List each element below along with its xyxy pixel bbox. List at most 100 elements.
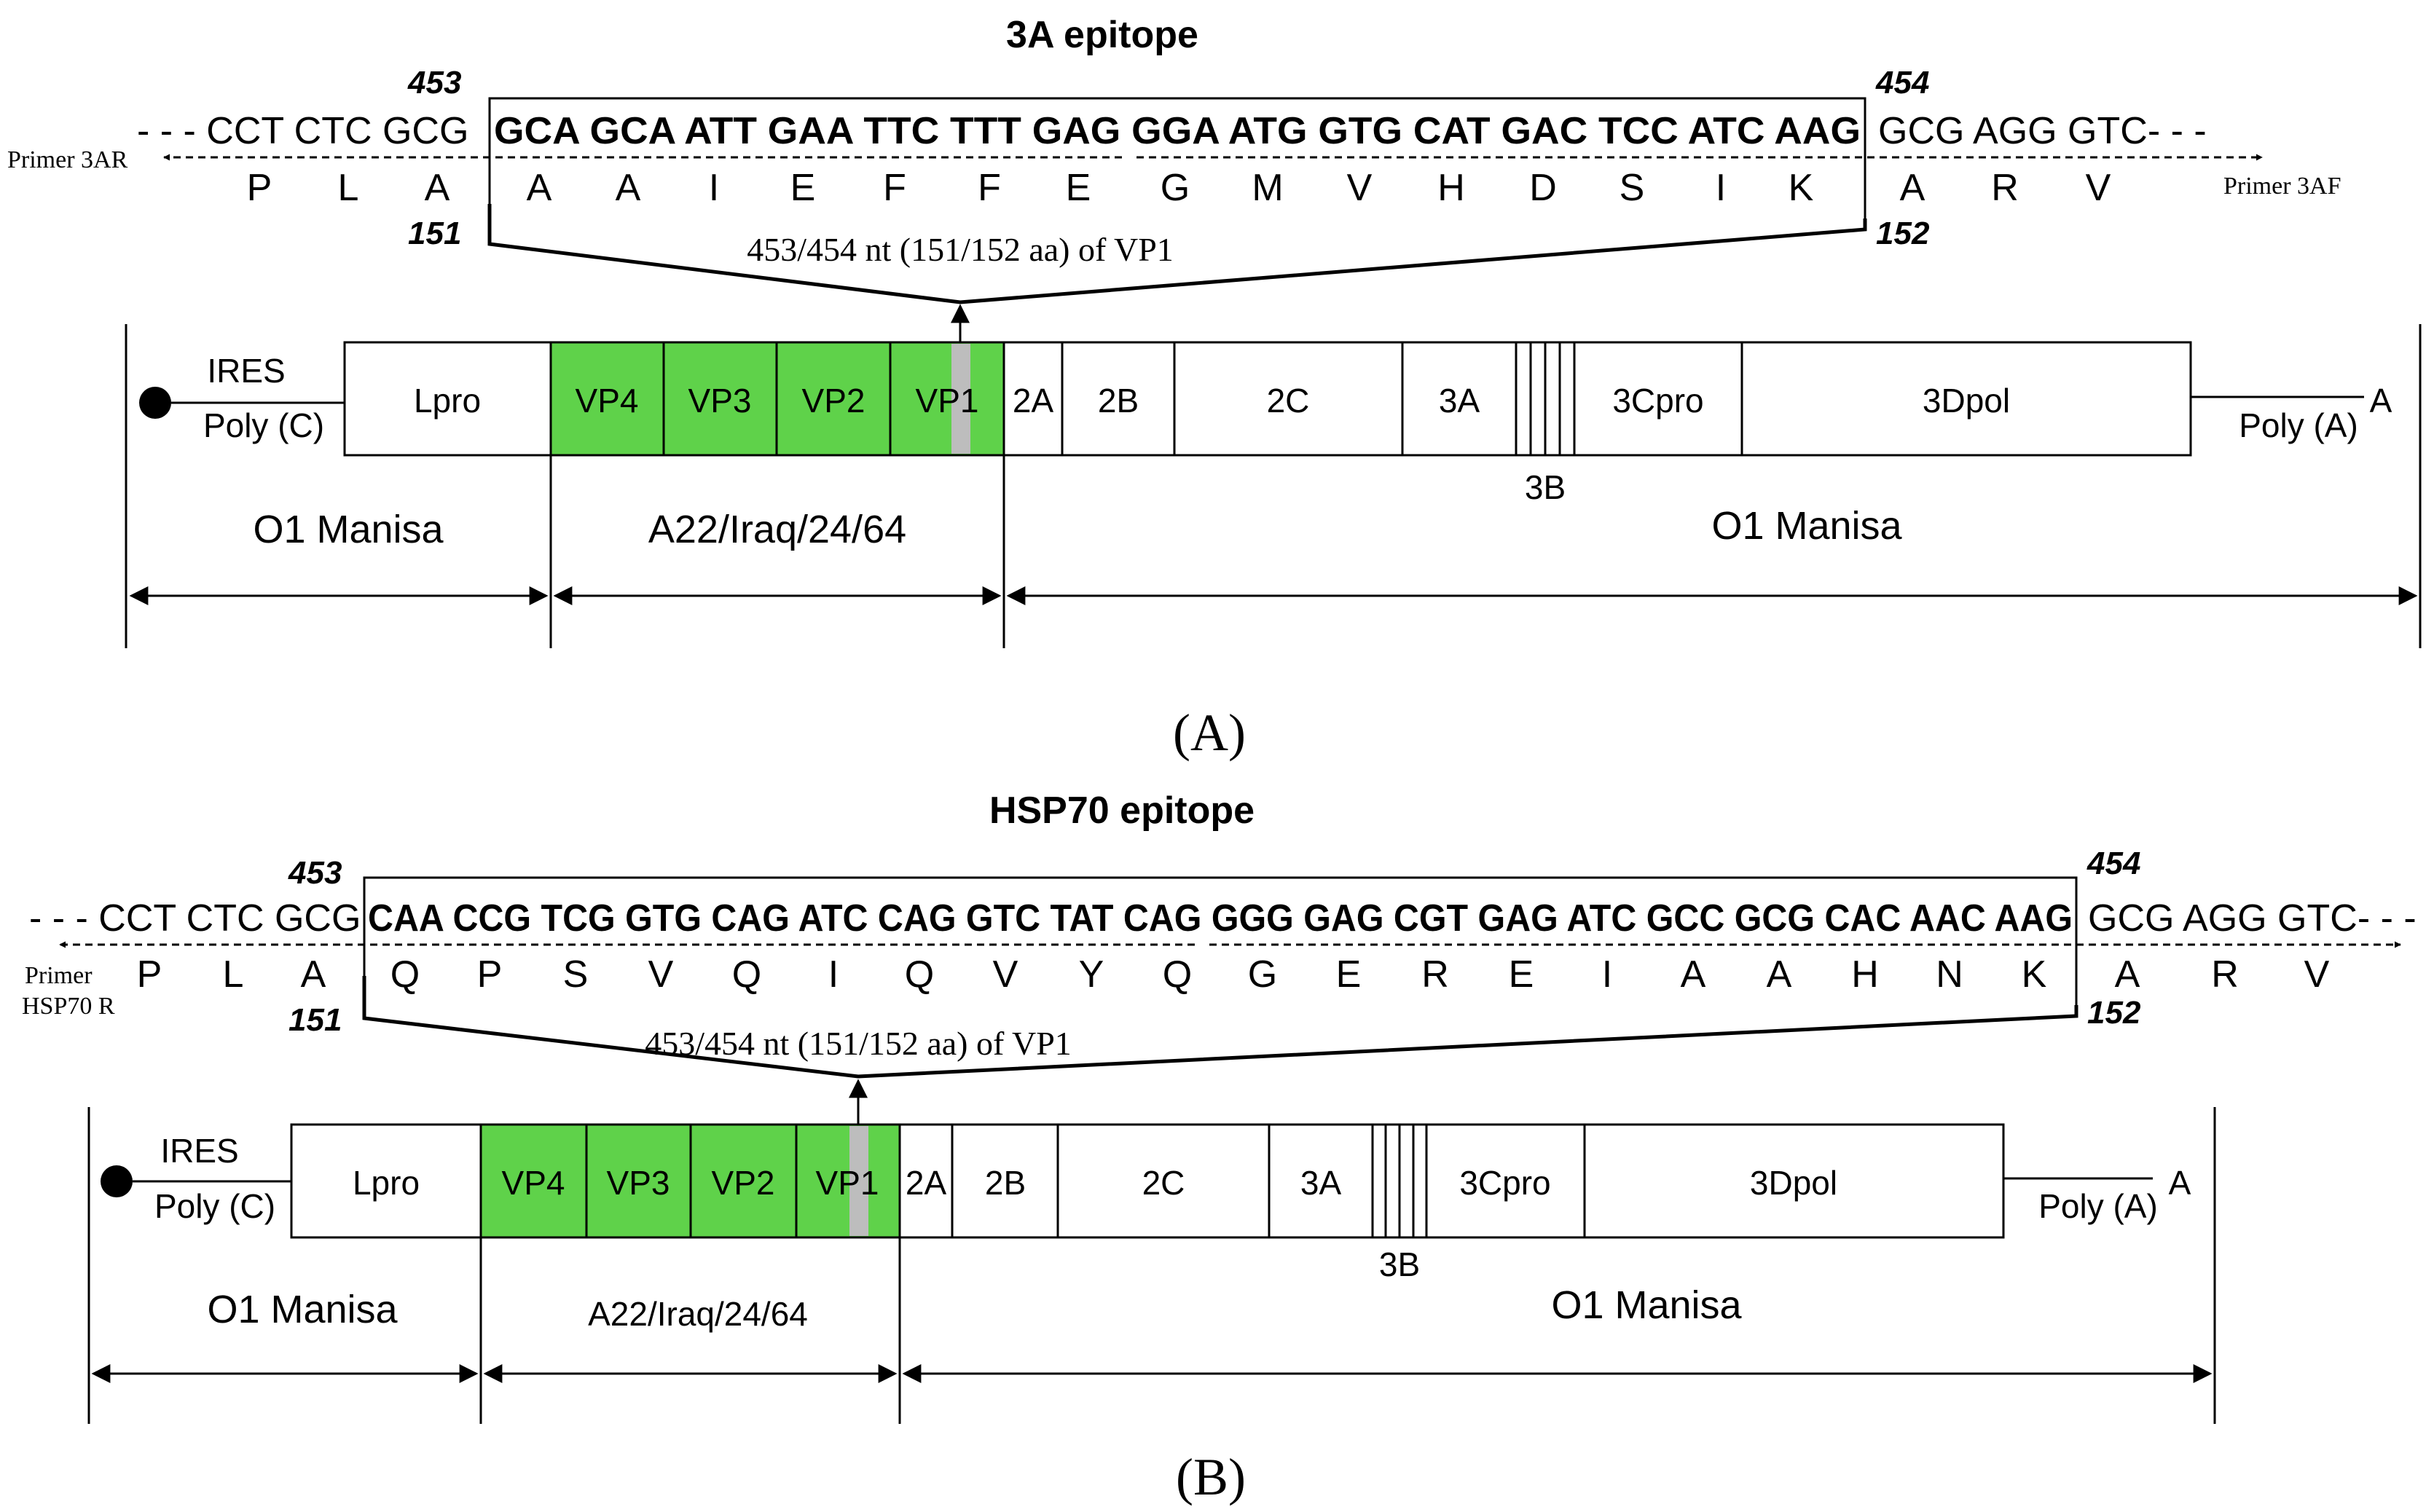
panel-b-insert-funnel	[362, 976, 2078, 1079]
gene-label: VP2	[712, 1164, 775, 1202]
aa-letter: I	[709, 167, 719, 209]
panel-b-gene-3cpro	[1425, 1123, 1586, 1239]
panel-b-3b-label: 3B	[1379, 1245, 1420, 1283]
panel-b: HSP70 epitope 453 454 151 152 - - - CCT …	[22, 790, 2417, 1506]
aa-letter: E	[1066, 167, 1091, 209]
gene-label: 2B	[985, 1164, 1026, 1202]
panel-a-pos-left-aa: 151	[408, 216, 461, 251]
aa-letter: A	[1767, 953, 1792, 996]
panel-b-seq-right: GCG AGG GTC- - -	[2088, 897, 2417, 940]
panel-b-aa-row: P L A Q P S V Q I Q V Y Q G E R E I A A …	[137, 953, 2330, 996]
gene-label: VP2	[802, 382, 865, 420]
panel-a-ires-label: IRES	[207, 352, 285, 390]
panel-a-polyc-label: Poly (C)	[203, 406, 324, 444]
panel-a-primer-forward-label: Primer 3AF	[2223, 173, 2341, 200]
panel-b-primer-reverse-label-line2: HSP70 R	[22, 993, 115, 1020]
panel-a-vpg-dot	[139, 387, 171, 419]
gene-label: VP1	[816, 1164, 879, 1202]
gene-label: 2B	[1098, 382, 1139, 420]
gene-label: VP3	[688, 382, 752, 420]
aa-letter: E	[1509, 953, 1534, 996]
aa-letter: I	[1716, 167, 1726, 209]
panel-a-end-a-label: A	[2370, 382, 2392, 420]
panel-b-primer-reverse-label-line1: Primer	[25, 962, 93, 989]
panel-a-insertion-label: 453/454 nt (151/152 aa) of VP1	[747, 231, 1174, 268]
panel-a-polya-label: Poly (A)	[2239, 406, 2358, 444]
aa-letter: M	[1252, 167, 1283, 209]
aa-letter: A	[527, 167, 552, 209]
aa-letter: R	[1991, 167, 2019, 209]
panel-a-epitope-marker	[951, 344, 970, 454]
panel-a-gene-2b	[1061, 341, 1176, 457]
gene-label: VP3	[607, 1164, 670, 1202]
gene-label: VP1	[916, 382, 979, 420]
aa-letter: F	[978, 167, 1001, 209]
aa-letter: G	[1161, 167, 1190, 209]
panel-a-region-label-right: O1 Manisa	[1711, 504, 1902, 548]
panel-a-3b-label: 3B	[1525, 468, 1566, 506]
panel-a-pos-left-nt: 453	[407, 65, 461, 101]
aa-letter: V	[1347, 167, 1373, 209]
gene-label: Lpro	[353, 1164, 420, 1202]
aa-letter: N	[1936, 953, 1963, 996]
aa-letter: A	[301, 953, 326, 996]
aa-letter: P	[247, 167, 272, 209]
aa-letter: K	[1789, 167, 1814, 209]
panel-b-seq-left: - - - CCT CTC GCG	[29, 897, 361, 940]
aa-letter: R	[2211, 953, 2239, 996]
aa-letter: S	[1620, 167, 1645, 209]
panel-a: 3A epitope 453 454 151 152 - - - CCT CTC…	[7, 14, 2422, 762]
aa-letter: F	[883, 167, 906, 209]
aa-letter: H	[1437, 167, 1465, 209]
panel-b-gene-2a	[898, 1123, 954, 1239]
aa-letter: D	[1529, 167, 1557, 209]
panel-b-ires-label: IRES	[160, 1132, 238, 1170]
aa-letter: L	[223, 953, 244, 996]
aa-letter: A	[1900, 167, 1925, 209]
panel-a-insert-outline	[488, 97, 1866, 218]
gene-label: 3Dpol	[1923, 382, 2010, 420]
aa-letter: A	[616, 167, 641, 209]
aa-letter: A	[1681, 953, 1706, 996]
aa-letter: Q	[390, 953, 420, 996]
aa-letter: K	[2022, 953, 2047, 996]
gene-label: 2C	[1142, 1164, 1185, 1202]
panel-a-primer-reverse-label: Primer 3AR	[7, 146, 128, 173]
panel-b-pos-right-aa: 152	[2087, 995, 2141, 1031]
panel-b-gene-2b	[951, 1123, 1059, 1239]
panel-a-gene-vp1	[889, 341, 1005, 457]
panel-b-gene-3dpol	[1583, 1123, 2005, 1239]
aa-letter: L	[338, 167, 359, 209]
gene-label: 3A	[1439, 382, 1480, 420]
gene-label: VP4	[576, 382, 639, 420]
panel-b-seq-insert: CAA CCG TCG GTG CAG ATC CAG GTC TAT CAG …	[368, 897, 2073, 940]
panel-a-gene-lpro	[343, 341, 552, 457]
panel-a-seq-insert: GCA GCA ATT GAA TTC TTT GAG GGA ATG GTG …	[494, 110, 1861, 152]
panel-a-gene-3dpol	[1740, 341, 2192, 457]
panel-a-aa-row: P L A A A I E F F E G M V H D S I K A R …	[247, 167, 2111, 209]
gene-label: Lpro	[414, 382, 481, 420]
panel-a-gene-3cpro	[1573, 341, 1743, 457]
panel-b-vpg-dot	[101, 1165, 133, 1197]
gene-label: VP4	[502, 1164, 565, 1202]
panel-b-end-a-label: A	[2169, 1164, 2191, 1202]
panel-a-gene-2c	[1173, 341, 1404, 457]
aa-letter: V	[2304, 953, 2330, 996]
panel-a-pos-right-aa: 152	[1876, 216, 1930, 251]
aa-letter: E	[1336, 953, 1362, 996]
aa-letter: V	[993, 953, 1018, 996]
aa-letter: Q	[732, 953, 761, 996]
aa-letter: P	[137, 953, 162, 996]
aa-letter: A	[2115, 953, 2140, 996]
gene-label: 3Cpro	[1612, 382, 1703, 420]
aa-letter: Y	[1079, 953, 1104, 996]
panel-a-label: (A)	[1173, 704, 1246, 762]
aa-letter: S	[563, 953, 589, 996]
aa-letter: V	[648, 953, 674, 996]
panel-b-polyc-label: Poly (C)	[154, 1187, 275, 1225]
gene-label: 3A	[1300, 1164, 1342, 1202]
panel-a-region-label-left: O1 Manisa	[253, 508, 444, 551]
panel-b-title: HSP70 epitope	[989, 790, 1255, 832]
panel-a-region-label-mid: A22/Iraq/24/64	[648, 508, 906, 551]
aa-letter: V	[2086, 167, 2111, 209]
